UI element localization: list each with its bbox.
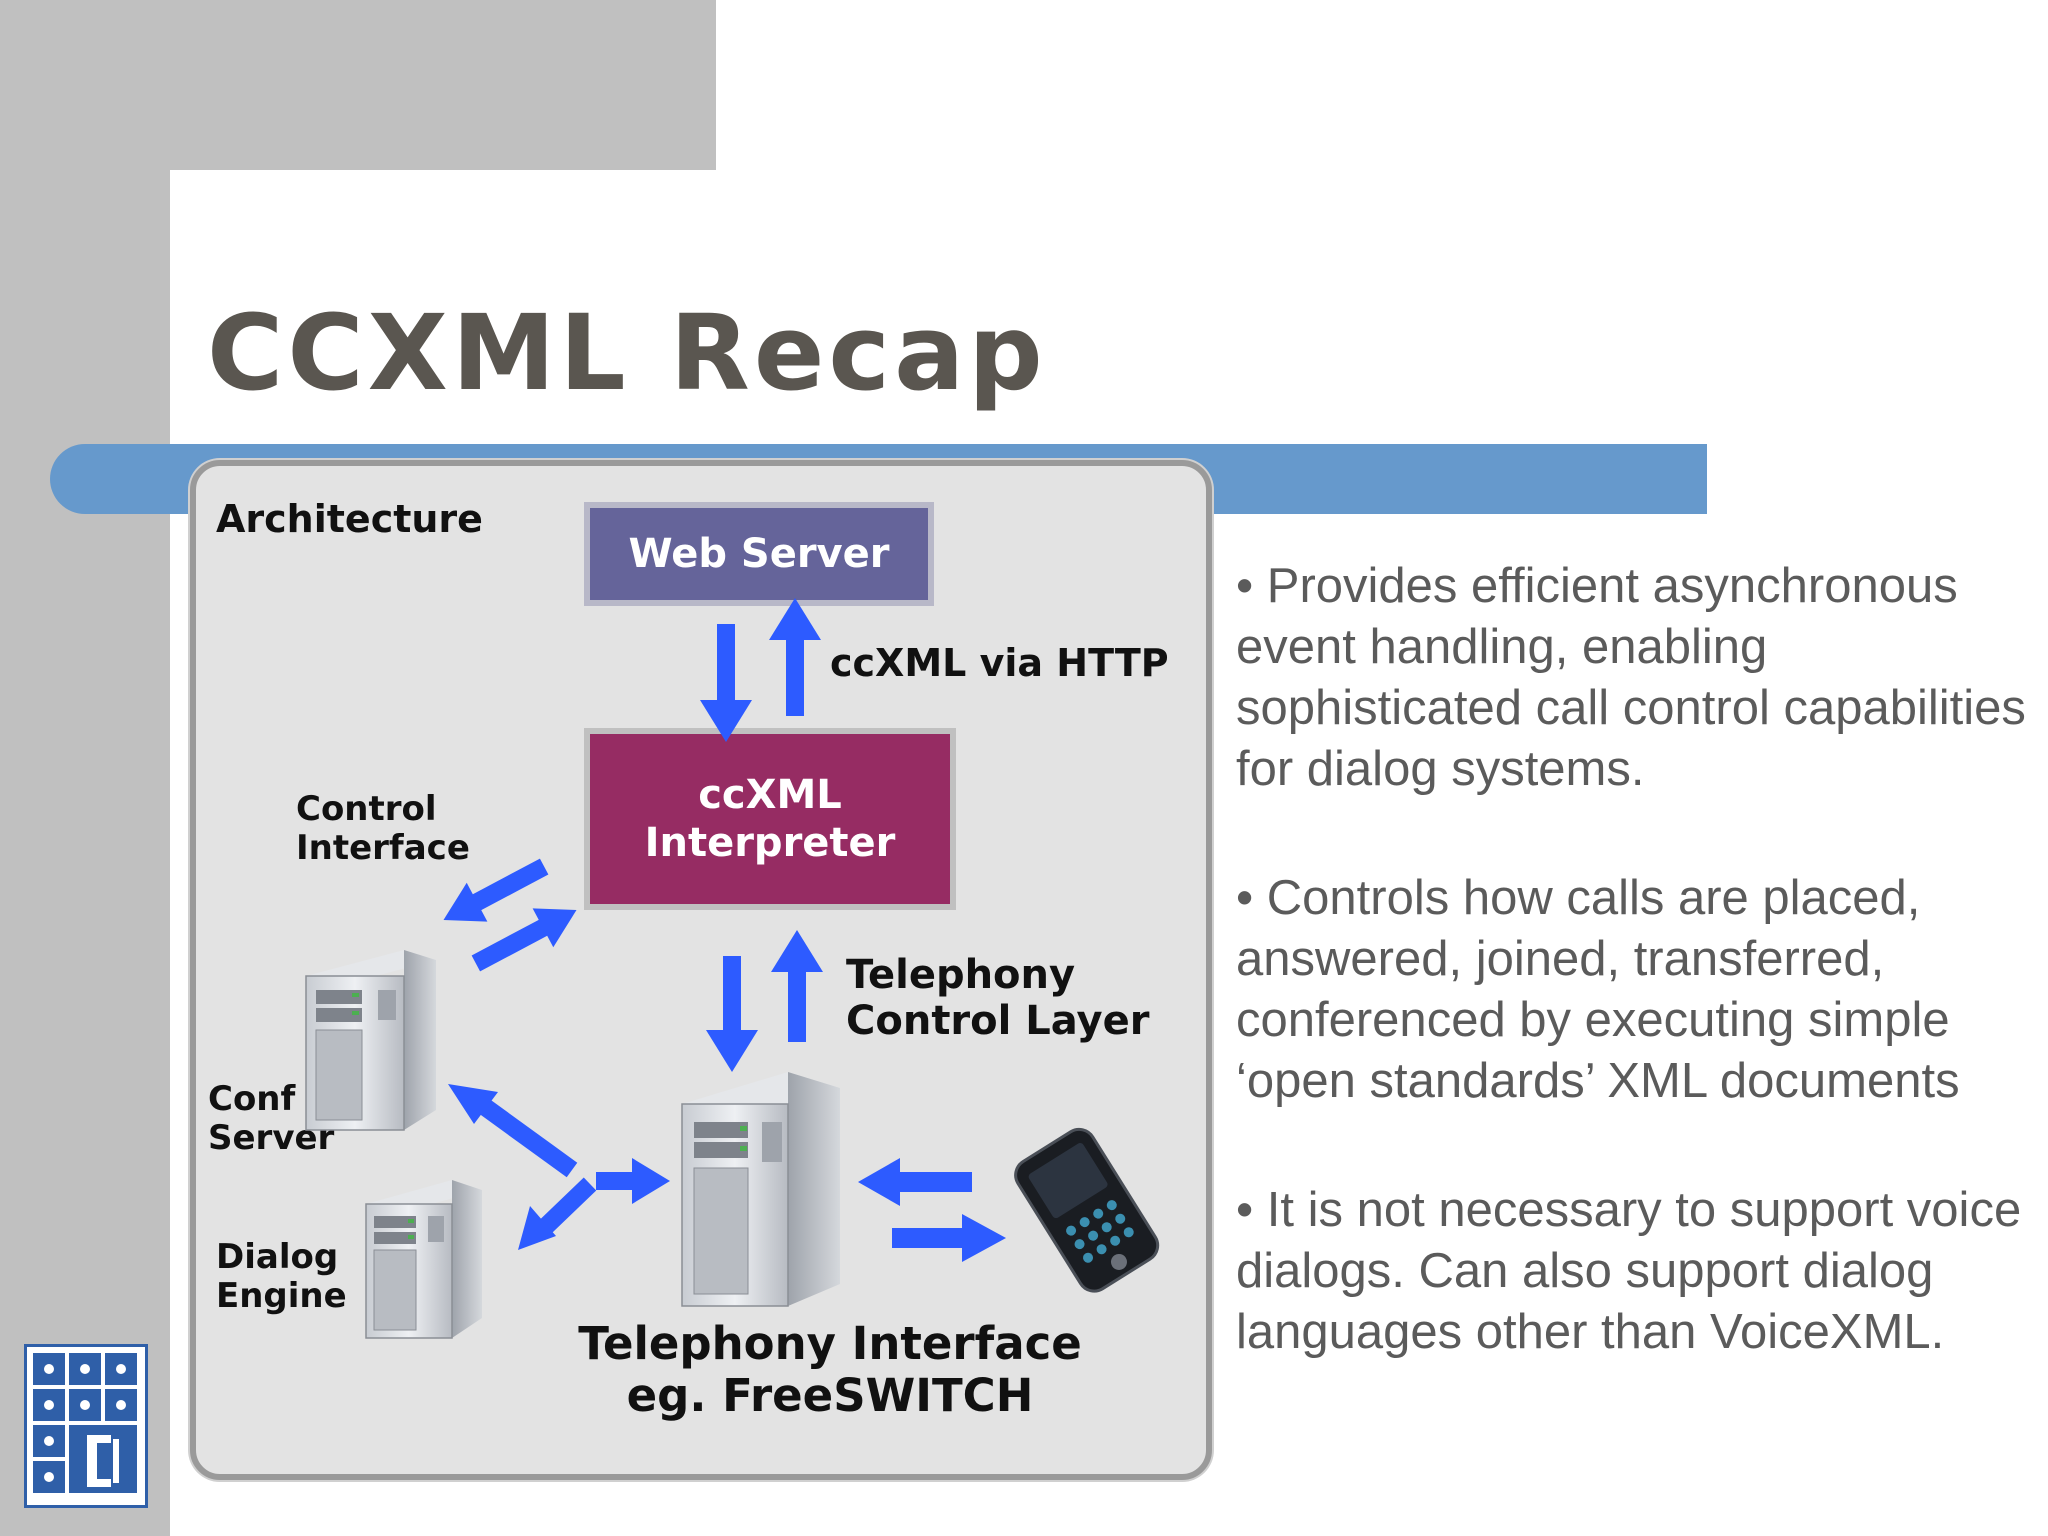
telephony-interface-line2: eg. FreeSWITCH xyxy=(626,1368,1034,1422)
telephony-interface-label: Telephony Interface eg. FreeSWITCH xyxy=(570,1318,1090,1422)
phone-keypad-logo-icon xyxy=(24,1344,148,1508)
arrow-conf-server-to-interpreter xyxy=(471,908,577,972)
telephony-interface-line1: Telephony Interface xyxy=(578,1317,1082,1370)
arrow-down-interpreter-to-telephony xyxy=(706,956,758,1072)
arrow-to-telephony-interface xyxy=(596,1158,670,1204)
background-gray-top xyxy=(0,0,716,170)
telephony-layer-label: Telephony Control Layer xyxy=(846,952,1149,1044)
slide-title: CCXML Recap xyxy=(207,292,1047,414)
dialog-engine-line2: Engine xyxy=(216,1276,347,1317)
server-icon xyxy=(365,1180,482,1339)
control-interface-line2: Interface xyxy=(296,828,470,869)
dialog-engine-line1: Dialog xyxy=(216,1237,339,1277)
dialog-engine-label: Dialog Engine xyxy=(216,1237,347,1317)
diagram-heading: Architecture xyxy=(216,497,483,541)
interpreter-label-line2: Interpreter xyxy=(644,820,896,866)
http-label: ccXML via HTTP xyxy=(830,641,1169,685)
server-icon xyxy=(305,950,436,1131)
background-gray-left xyxy=(0,0,170,1536)
arrow-down-web-to-interpreter xyxy=(700,624,752,742)
telephony-layer-line2: Control Layer xyxy=(846,998,1150,1044)
arrow-phone-to-telephony xyxy=(858,1158,972,1206)
conf-server-line1: Conf xyxy=(208,1079,296,1119)
bullet-item: • It is not necessary to support voice d… xyxy=(1236,1183,2022,1359)
arrow-telephony-to-phone xyxy=(892,1214,1006,1262)
arrow-telephony-to-dialog-engine xyxy=(518,1177,597,1250)
telephony-layer-line1: Telephony xyxy=(846,952,1076,998)
server-icon xyxy=(681,1072,840,1307)
mobile-phone-icon xyxy=(1014,1127,1160,1293)
ccxml-interpreter-box: ccXML Interpreter xyxy=(584,728,956,910)
control-interface-line1: Control xyxy=(296,789,437,829)
bullet-list: • Provides efficient asynchronous event … xyxy=(1236,556,2036,1431)
arrow-telephony-to-conf-server xyxy=(448,1084,578,1178)
arrow-interpreter-to-conf-server xyxy=(443,858,549,922)
arrow-up-telephony-to-interpreter xyxy=(771,930,823,1042)
interpreter-label-line1: ccXML xyxy=(698,772,842,818)
arrow-up-interpreter-to-web xyxy=(769,598,821,716)
web-server-label: Web Server xyxy=(628,531,890,577)
control-interface-label: Control Interface xyxy=(296,789,470,869)
bullet-item: • Controls how calls are placed, answere… xyxy=(1236,871,1960,1108)
bullet-item: • Provides efficient asynchronous event … xyxy=(1236,559,2026,796)
web-server-box: Web Server xyxy=(584,502,934,606)
